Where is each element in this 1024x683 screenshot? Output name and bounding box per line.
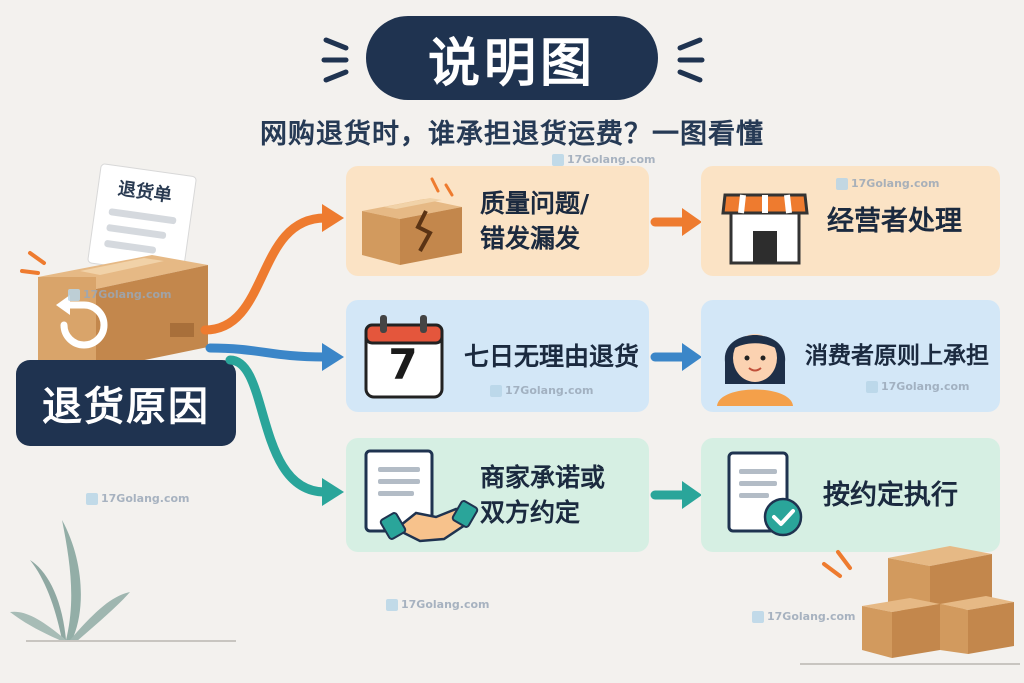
cause-agreement-line2: 双方约定 [480, 498, 581, 527]
result-card-agreement: 按约定执行 [701, 438, 1000, 552]
document-check-icon [727, 451, 803, 537]
contract-handshake-icon [364, 449, 479, 543]
return-box-icon [20, 251, 208, 370]
watermark: 17Golang.com [68, 288, 172, 301]
page-subtitle: 网购退货时，谁承担退货运费？一图看懂 [260, 119, 764, 150]
result-agreement-label: 按约定执行 [823, 479, 958, 511]
watermark: 17Golang.com [490, 384, 594, 397]
result-card-consumer: 消费者原则上承担 [701, 300, 1000, 412]
watermark: 17Golang.com [836, 177, 940, 190]
calendar-icon [364, 315, 444, 399]
title-burst-left [321, 37, 349, 83]
watermark: 17Golang.com [86, 492, 190, 505]
result-consumer-label: 消费者原则上承担 [805, 342, 989, 369]
calendar-number: 7 [388, 340, 418, 389]
damaged-box-icon [362, 177, 462, 265]
stacked-boxes-decoration [800, 546, 1020, 665]
storefront-icon [721, 193, 809, 265]
cause-agreement-line1: 商家承诺或 [480, 463, 606, 492]
arrow-to-seven-day [205, 343, 330, 362]
result-merchant-label: 经营者处理 [827, 205, 962, 237]
watermark: 17Golang.com [866, 380, 970, 393]
watermark: 17Golang.com [386, 598, 490, 611]
return-reason-label: 退货原因 [16, 360, 236, 446]
arrow-to-agreement [225, 355, 330, 497]
watermark: 17Golang.com [752, 610, 856, 623]
page-title: 说明图 [366, 16, 658, 100]
return-slip-icon [87, 163, 197, 276]
arrowhead-agreement [322, 478, 344, 506]
title-burst-right [677, 37, 705, 83]
cause-card-agreement: 商家承诺或 双方约定 [346, 438, 649, 552]
plant-decoration [10, 520, 236, 642]
watermark: 17Golang.com [552, 153, 656, 166]
cause-seven-day-label: 七日无理由退货 [464, 341, 640, 371]
cause-quality-line2: 错发漏发 [480, 224, 581, 253]
cause-card-seven-day: 7 七日无理由退货 [346, 300, 649, 412]
arrowhead-seven-day [322, 343, 344, 371]
cause-quality-line1: 质量问题/ [480, 189, 590, 218]
cause-card-quality: 质量问题/ 错发漏发 [346, 166, 649, 276]
consumer-avatar-icon [717, 334, 793, 406]
arrow-to-quality [200, 213, 330, 335]
result-card-merchant: 经营者处理 [701, 166, 1000, 276]
arrowhead-quality [322, 204, 344, 232]
